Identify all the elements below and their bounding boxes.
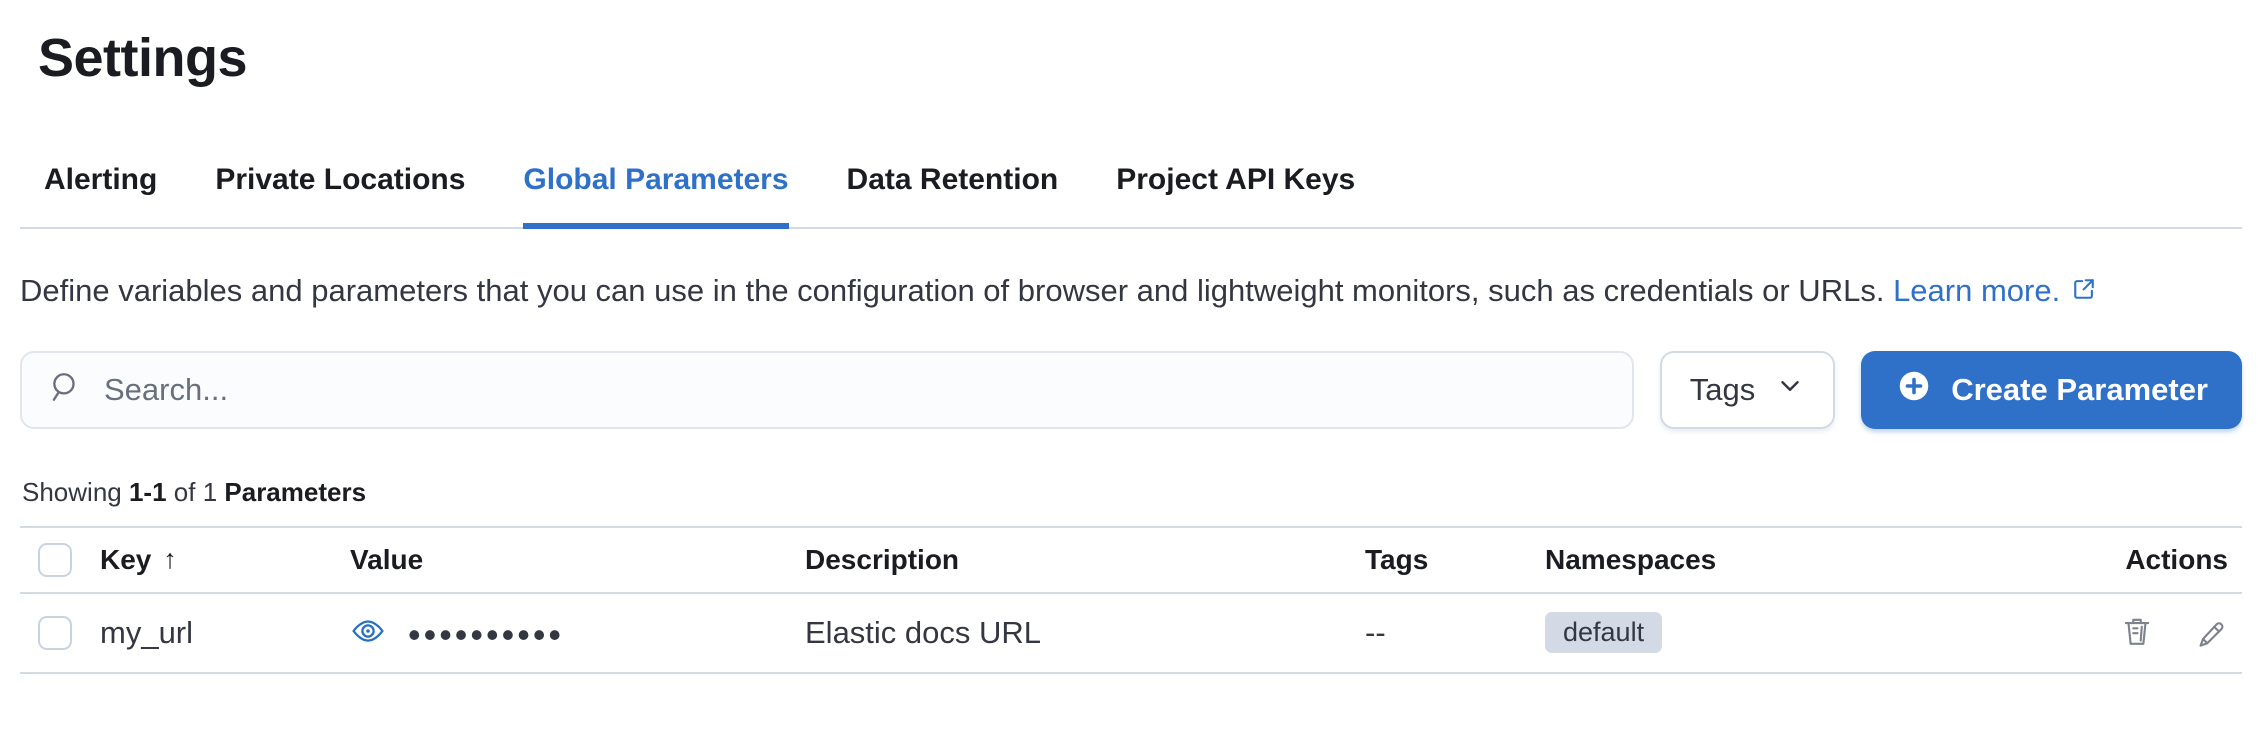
select-all-checkbox[interactable] — [38, 542, 72, 577]
cell-namespaces: default — [1545, 612, 2045, 654]
cell-value: •••••••••• — [350, 613, 805, 653]
tags-filter-label: Tags — [1689, 371, 1756, 407]
search-icon — [48, 370, 82, 409]
row-checkbox[interactable] — [38, 615, 72, 650]
column-header-key[interactable]: Key ↑ — [100, 544, 350, 576]
summary-range: 1-1 — [128, 476, 167, 507]
summary-prefix: Showing — [22, 476, 122, 507]
toolbar: Tags Create Parameter — [20, 350, 2242, 429]
plus-in-circle-icon — [1895, 367, 1933, 413]
tab-alerting[interactable]: Alerting — [44, 162, 158, 196]
search-box[interactable] — [20, 350, 1634, 429]
summary-entity: Parameters — [224, 476, 367, 507]
column-header-value: Value — [350, 543, 424, 575]
summary-middle: of 1 — [173, 476, 218, 507]
cell-key: my_url — [100, 614, 194, 650]
cell-actions — [2045, 614, 2242, 651]
column-header-actions: Actions — [2125, 543, 2228, 575]
column-header-namespaces: Namespaces — [1545, 543, 1717, 575]
column-header-description: Description — [805, 543, 960, 575]
tab-private-locations[interactable]: Private Locations — [215, 162, 466, 196]
cell-description: Elastic docs URL — [805, 614, 1042, 650]
tab-project-api-keys[interactable]: Project API Keys — [1116, 162, 1356, 196]
chevron-down-icon — [1775, 371, 1805, 409]
learn-more-label: Learn more. — [1893, 272, 2061, 308]
tab-data-retention[interactable]: Data Retention — [846, 162, 1059, 196]
learn-more-link[interactable]: Learn more. — [1893, 273, 2098, 308]
sort-ascending-icon: ↑ — [163, 544, 177, 575]
table-header-row: Key ↑ Value Description Tags Namespaces … — [20, 525, 2242, 594]
create-parameter-label: Create Parameter — [1951, 371, 2208, 407]
delete-parameter-button[interactable] — [2120, 614, 2154, 651]
column-header-tags: Tags — [1365, 543, 1429, 575]
tab-bar: Alerting Private Locations Global Parame… — [20, 163, 2242, 229]
pencil-icon — [2194, 614, 2228, 651]
external-link-icon — [2070, 269, 2098, 317]
eye-icon — [350, 613, 386, 652]
search-input[interactable] — [104, 371, 1606, 408]
edit-parameter-button[interactable] — [2194, 614, 2228, 651]
parameters-table: Key ↑ Value Description Tags Namespaces … — [20, 525, 2242, 674]
masked-value: •••••••••• — [408, 613, 565, 655]
cell-tags: -- — [1365, 614, 1386, 650]
page-description: Define variables and parameters that you… — [20, 267, 2242, 317]
description-text: Define variables and parameters that you… — [20, 272, 1885, 308]
tab-global-parameters[interactable]: Global Parameters — [523, 163, 789, 229]
page-title: Settings — [38, 28, 248, 88]
trash-icon — [2120, 614, 2154, 651]
results-summary: Showing 1-1 of 1 Parameters — [20, 477, 2242, 508]
create-parameter-button[interactable]: Create Parameter — [1861, 350, 2242, 429]
column-header-key-label: Key — [100, 543, 152, 575]
tags-filter-button[interactable]: Tags — [1659, 350, 1836, 429]
table-row: my_url •••••••••• Elastic docs URL -- de… — [20, 594, 2242, 674]
reveal-value-button[interactable] — [350, 613, 386, 652]
namespace-badge: default — [1545, 612, 1663, 654]
